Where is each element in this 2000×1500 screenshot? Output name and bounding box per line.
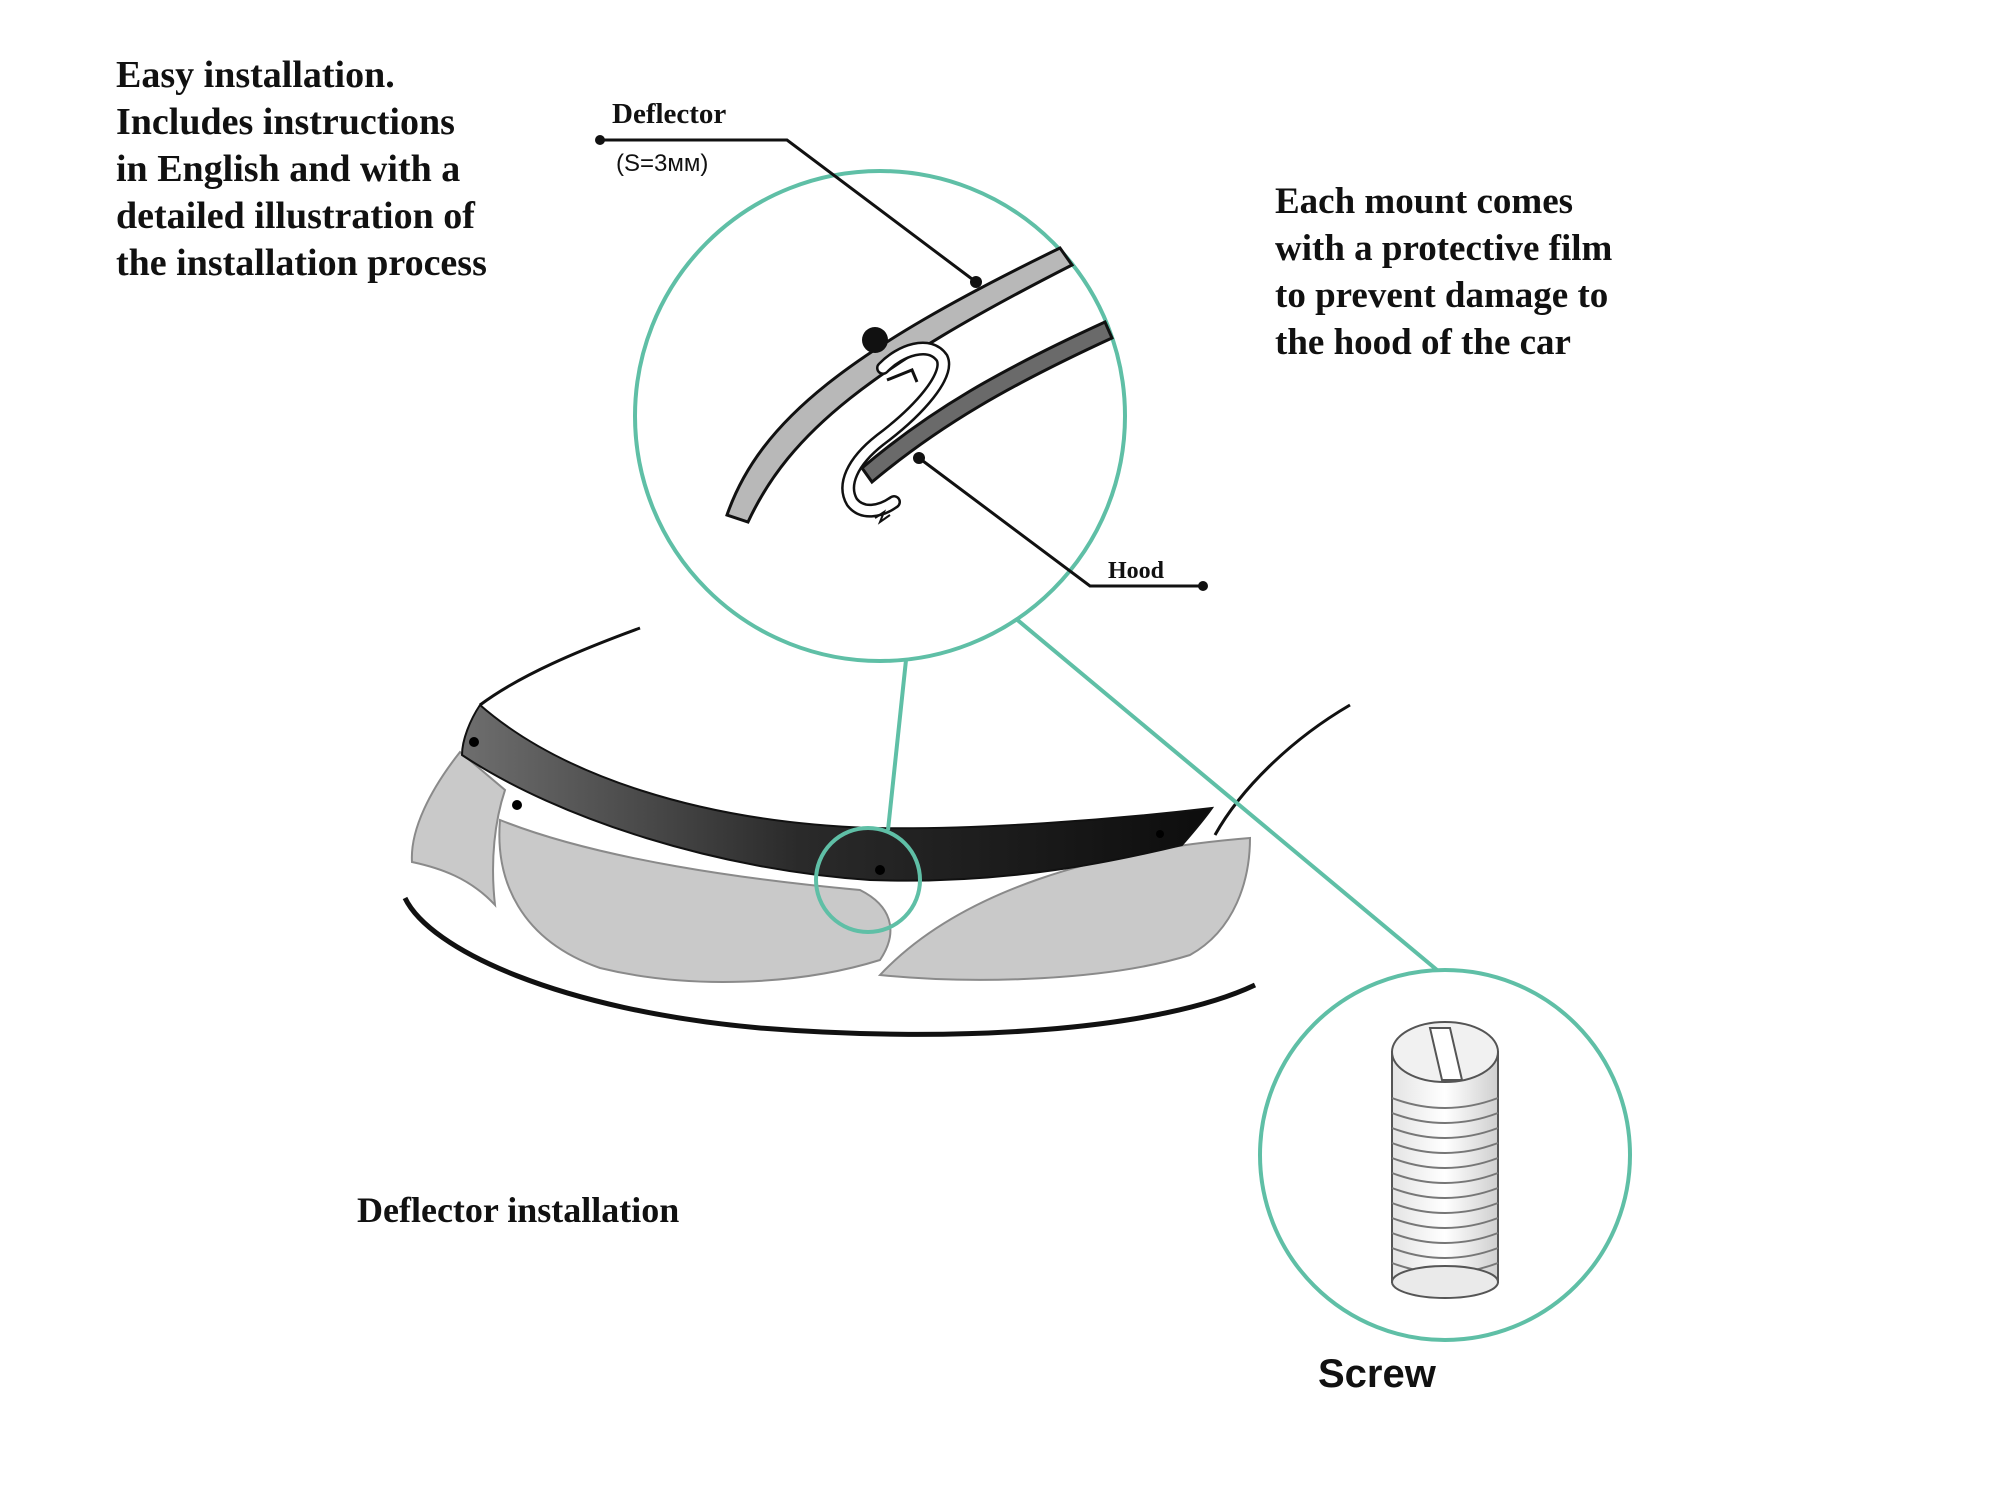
intro-line-2: Includes instructions (116, 101, 455, 143)
deflector-leader-line (595, 135, 977, 284)
hood-label: Hood (1108, 558, 1165, 584)
mount-point-circle (814, 826, 922, 934)
diagram-caption: Deflector installation (357, 1190, 680, 1230)
mount-line-1: Each mount comes (1275, 181, 1574, 222)
mount-line-4: the hood of the car (1275, 322, 1571, 363)
intro-line-1: Easy installation. (116, 54, 395, 96)
protective-film-panels (410, 750, 1252, 983)
car-body-outline (402, 626, 1351, 1037)
hood-deflector (460, 703, 1215, 882)
mount-line-2: with a protective film (1275, 228, 1613, 269)
mount-text-block: Each mount comes with a protective film … (1275, 178, 1612, 366)
intro-text-block: Easy installation. Includes instructions… (116, 52, 487, 287)
magnified-mount-detail (725, 246, 1114, 525)
zoom-connector-line (886, 659, 908, 831)
mount-line-3: to prevent damage to (1275, 275, 1609, 316)
intro-line-5: the installation process (116, 242, 487, 284)
intro-line-4: detailed illustration of (116, 195, 475, 237)
deflector-spec-label: (S=3мм) (616, 150, 709, 177)
deflector-label: Deflector (612, 98, 727, 130)
intro-line-3: in English and with a (116, 148, 461, 190)
detail-magnifier-circle (633, 169, 1127, 663)
screw-label: Screw (1318, 1352, 1436, 1396)
hood-leader-line (918, 456, 1208, 591)
screw-drawing (1391, 1021, 1499, 1299)
